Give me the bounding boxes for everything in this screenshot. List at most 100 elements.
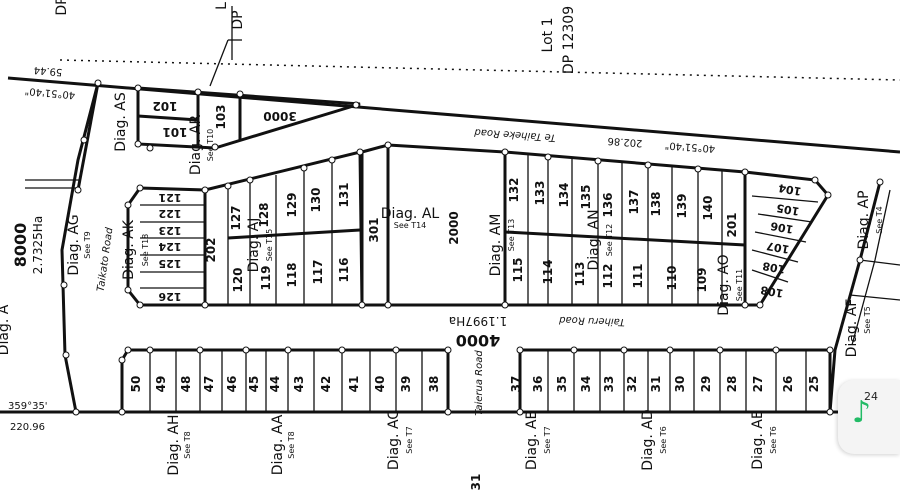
lot-42: 42: [319, 376, 333, 393]
diag-ag-label: Diag. AG: [66, 214, 82, 275]
lot-49: 49: [154, 376, 168, 393]
lot-43: 43: [292, 376, 306, 393]
lot-128: 127: [229, 205, 243, 230]
badge-count: 24: [864, 390, 878, 403]
diag-ab-see: See T7: [543, 426, 552, 453]
lot-39: 39: [399, 376, 413, 393]
lot-301: 301: [367, 217, 381, 242]
lot-202: 202: [204, 237, 218, 262]
diag-ar-see: See T10: [206, 129, 215, 162]
diag-am-label: Diag. AM: [488, 214, 504, 277]
diag-af-see: See T5: [863, 306, 872, 333]
lot-108: 108: [761, 259, 786, 276]
lot-133: 132: [507, 177, 521, 202]
road-te-taiheke: Te Taiheke Road: [473, 126, 556, 143]
lot-201: 201: [725, 212, 739, 237]
lot-41: 41: [347, 376, 361, 393]
lot-126: 125: [159, 257, 182, 270]
block-am-an: 132 133 134 135 136 137 138 139 140 115 …: [503, 150, 747, 307]
lot-48: 48: [179, 376, 193, 393]
dist-top: 59.44: [33, 64, 62, 77]
diag-ac-see: See T7: [405, 426, 414, 453]
diag-an-see: See T12: [605, 224, 614, 257]
lot-107: 107: [765, 239, 790, 256]
lot-2000: 2000: [447, 211, 461, 244]
diag-ao-label: Diag. AO: [716, 254, 732, 315]
diag-ap-label: Diag. AP: [856, 190, 872, 249]
lot-118: 117: [311, 259, 325, 284]
road-taikato: Taikato Road: [96, 226, 116, 292]
diag-as-label: Diag. AS: [113, 92, 129, 152]
lot-104: 104: [777, 181, 802, 198]
diag-a-label: Diag. A: [0, 304, 12, 355]
block-al: 2000: [360, 143, 507, 307]
lot-120: 119: [259, 265, 273, 290]
lot-122: 121: [159, 191, 182, 204]
lot-140: 139: [675, 193, 689, 218]
lot-138: 137: [627, 189, 641, 214]
lot-30: 30: [673, 376, 687, 393]
lot-117: 116: [337, 257, 351, 282]
diag-al-see: See T14: [394, 221, 427, 230]
lot-38: 38: [427, 376, 441, 393]
lot-134: 133: [533, 180, 547, 205]
lot-124: 123: [159, 224, 182, 237]
diag-ad-see: See T6: [659, 426, 668, 453]
lot-47: 47: [202, 376, 216, 393]
lot-31: 31: [649, 376, 663, 393]
diag-aj-label: Diag. AJ: [246, 218, 262, 273]
dist-bottom: 220.96: [10, 422, 45, 433]
block-aj: 127 128 129 130 131 120 119 118 117 116 …: [203, 150, 381, 307]
lot-137: 136: [601, 192, 615, 217]
lot-111: 110: [665, 265, 679, 290]
diag-ao-see: See T11: [735, 269, 744, 302]
lot-34: 34: [579, 376, 593, 393]
block-top: 102 101 103 3000: [136, 86, 361, 150]
lot-32: 32: [625, 376, 639, 393]
lot-102: 102: [152, 99, 177, 113]
dist-road: 202.86: [607, 135, 643, 148]
lot-141: 140: [701, 195, 715, 220]
lot-31-below: 31: [469, 474, 483, 490]
lot-130: 129: [285, 192, 299, 217]
diag-ag-see: See T9: [83, 231, 92, 258]
lot-29: 29: [699, 376, 713, 393]
block-right: [828, 181, 900, 413]
lot-115: 114: [541, 259, 555, 284]
lot-36: 36: [531, 376, 545, 393]
dp-top-left: DP: [230, 10, 246, 29]
lot-121: 120: [231, 267, 245, 292]
lot-40: 40: [373, 376, 387, 393]
diag-ar-label: Diag. AR: [188, 115, 204, 176]
brg-bottom: 359°35': [8, 401, 48, 412]
lot-3000: 3000: [263, 109, 296, 123]
dp-top-right: DP 12309: [561, 6, 577, 74]
brg-top: 40°51'40": [24, 85, 75, 100]
lot-113: 112: [601, 263, 615, 288]
lot-123: 122: [159, 207, 182, 220]
brg-road: 40°51'40": [664, 139, 715, 153]
lot-132: 131: [337, 182, 351, 207]
diag-ak-see: See T18: [141, 234, 150, 267]
lot-101: 101: [162, 125, 187, 139]
diag-ad-label: Diag. AD: [640, 409, 656, 470]
lot-119: 118: [285, 262, 299, 287]
diag-ak-label: Diag. AK: [121, 219, 137, 280]
diag-an-label: Diag. AN: [586, 209, 602, 270]
music-notification-badge[interactable]: 24 ♪: [838, 380, 900, 454]
lot-129: 128: [257, 202, 271, 227]
lot-46: 46: [225, 376, 239, 393]
lot-105: 105: [775, 201, 800, 218]
diag-ae-label: Diag. AE: [750, 410, 766, 469]
area-8000: 2.7325Ha: [31, 216, 45, 274]
diag-ah-see: See T8: [183, 431, 192, 458]
diag-ac-label: Diag. AC: [386, 410, 402, 470]
lot-33: 33: [602, 376, 616, 393]
diag-aj-see: See T15: [265, 229, 274, 262]
lot-26: 26: [781, 376, 795, 393]
diag-aa-label: Diag. AA: [270, 414, 286, 475]
diag-am-see: See T13: [507, 219, 516, 252]
lot-131: 130: [309, 187, 323, 212]
lot-114: 113: [573, 261, 587, 286]
lot-103: 103: [214, 104, 228, 129]
